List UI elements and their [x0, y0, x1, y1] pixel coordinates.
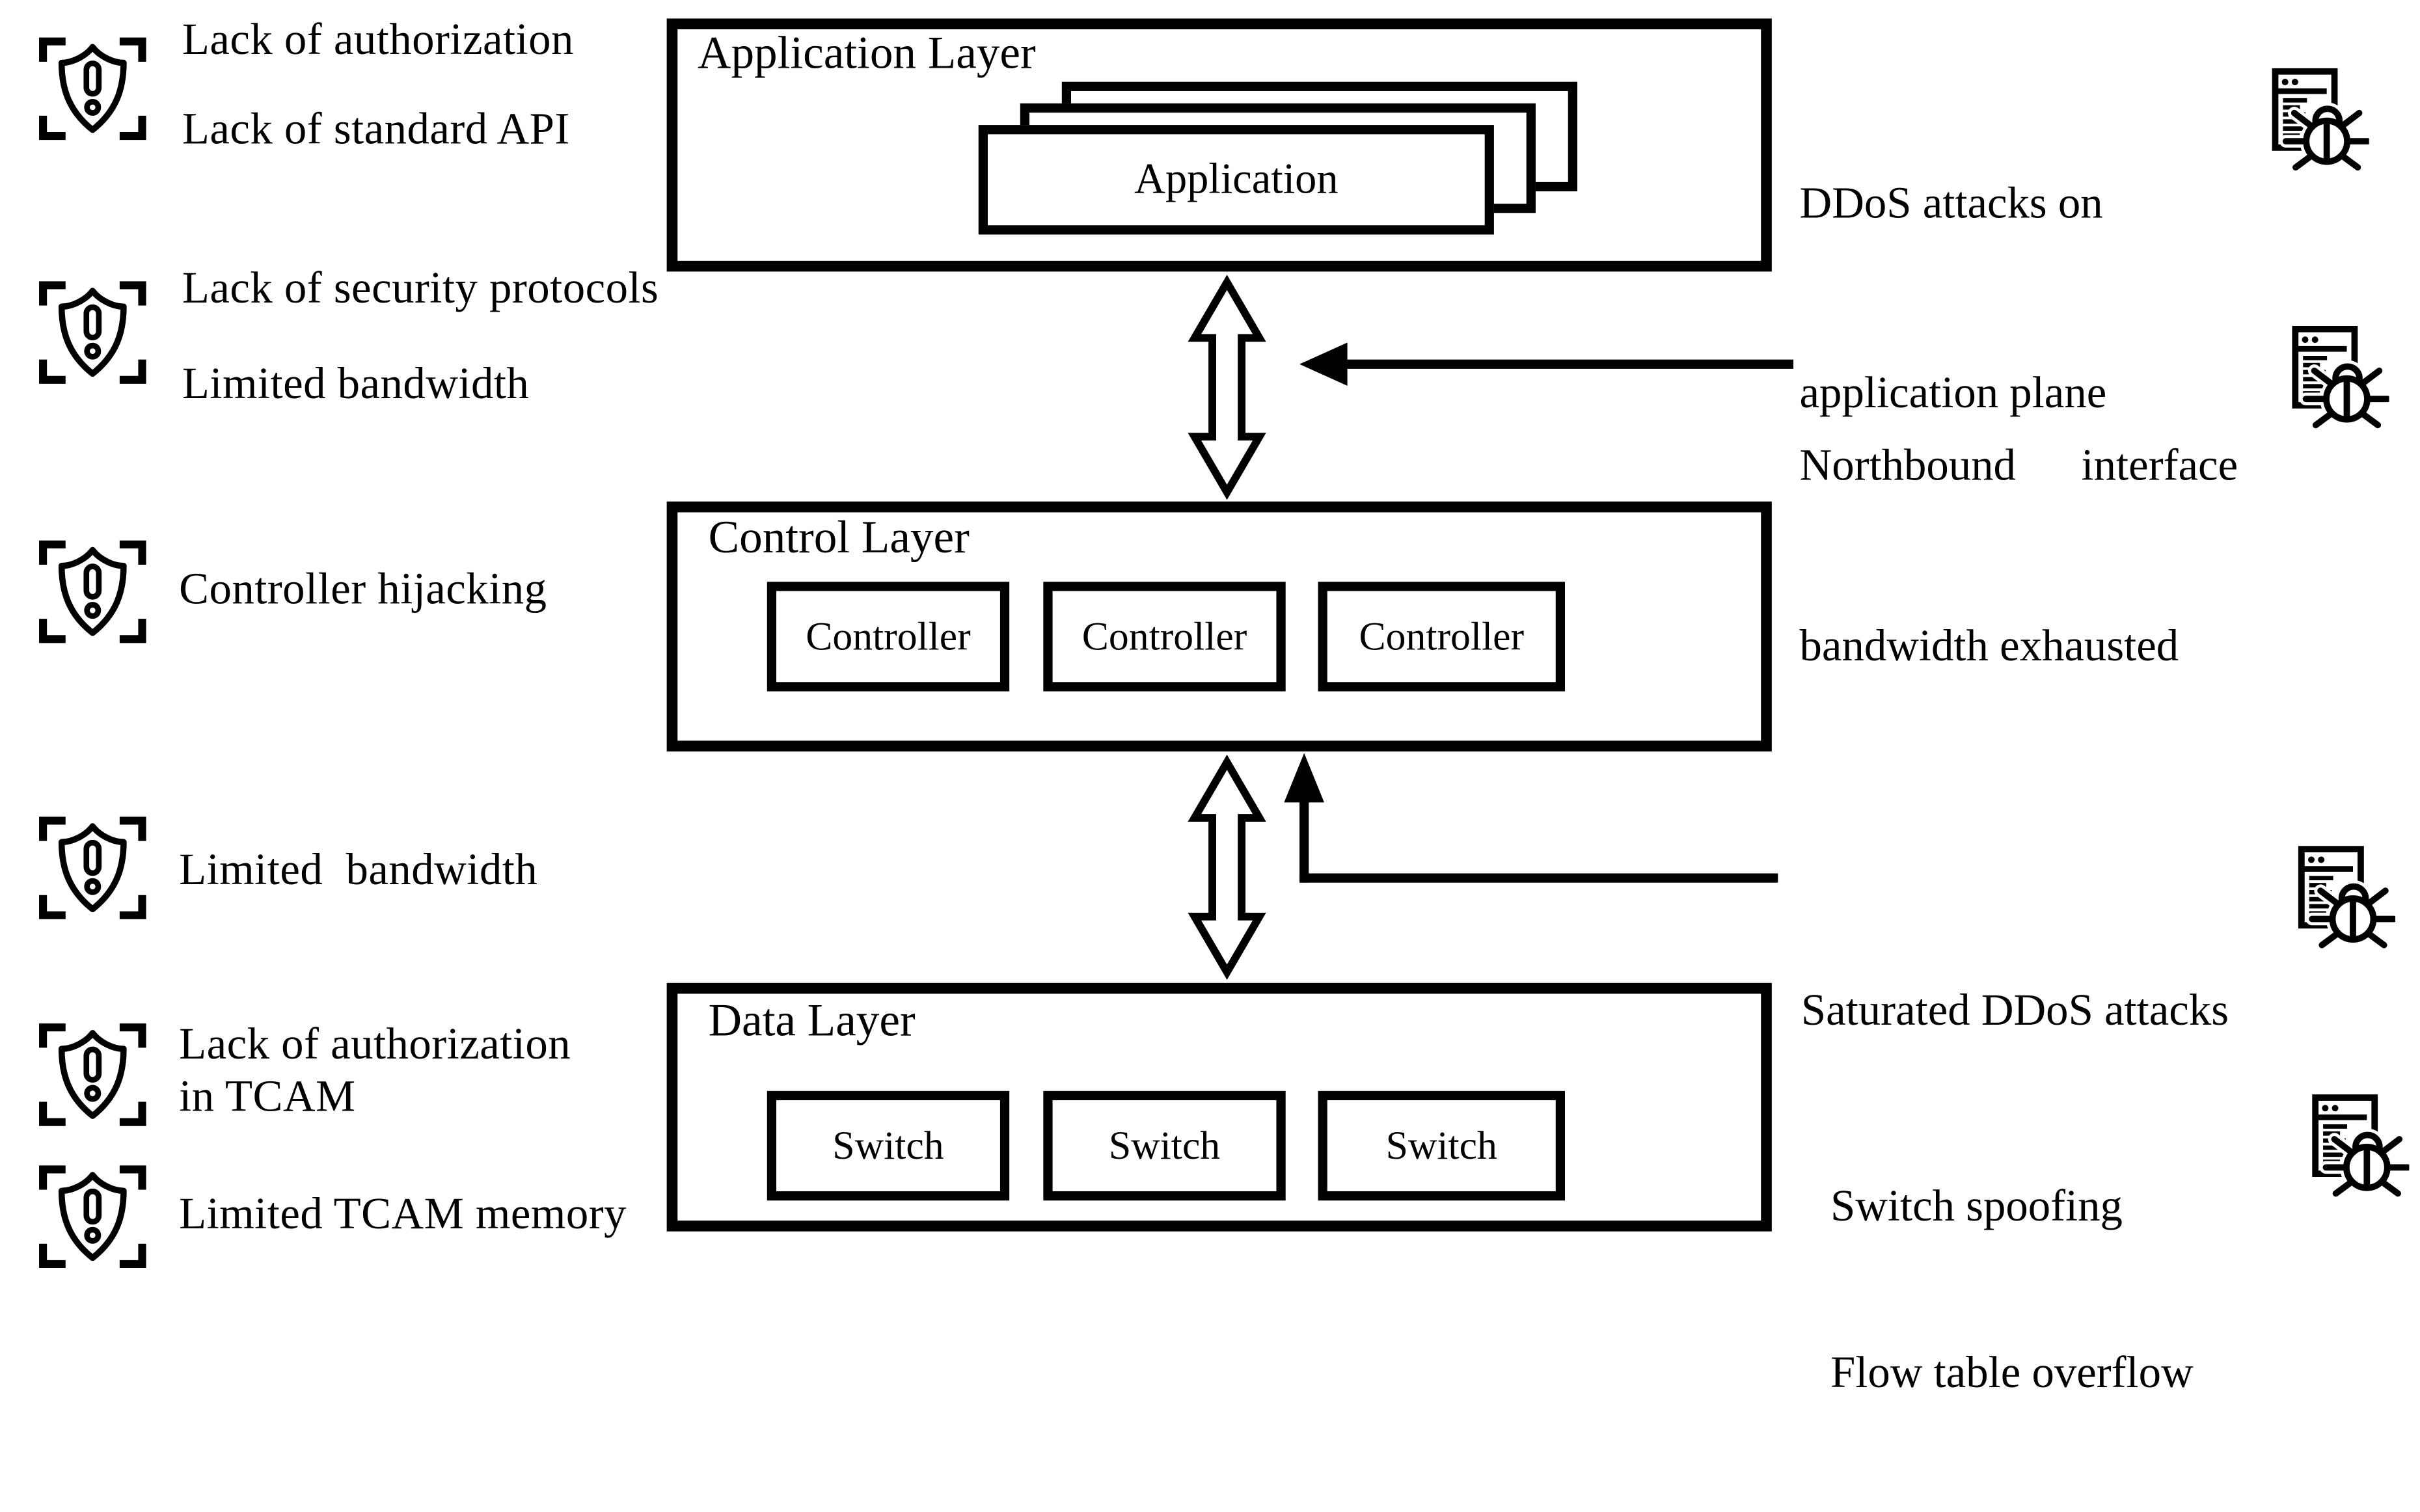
controller-box-label: Controller [806, 613, 971, 658]
shield-alert-icon [34, 535, 151, 648]
shield-alert-icon [34, 1161, 151, 1273]
bug-attack-icon [2296, 841, 2395, 949]
saturation-attack-arrow [1284, 753, 1778, 883]
vulnerability-label: Lack of authorization [179, 1019, 571, 1070]
switch-box: Switch [1318, 1090, 1566, 1201]
switch-box-label: Switch [832, 1122, 944, 1168]
shield-alert-icon [34, 277, 151, 389]
attack-label: Switch spoofing Flow table overflow [1830, 1068, 2194, 1512]
sdn-security-diagram: Application Layer Application Control La… [34, 15, 2415, 1398]
attack-label: DDoS attacks on application plane [1800, 46, 2107, 552]
attack-label-line: Northbound interface [1799, 441, 2238, 491]
attack-label-line: application plane [1799, 368, 2107, 418]
switch-box: Switch [767, 1090, 1010, 1201]
switch-box-label: Switch [1108, 1122, 1221, 1168]
switch-box: Switch [1043, 1090, 1286, 1201]
controller-box-label: Controller [1359, 613, 1525, 658]
vulnerability-label: Limited TCAM memory [179, 1189, 627, 1239]
vulnerability-label: Lack of standard API [182, 105, 570, 155]
vulnerability-label: Lack of authorization [182, 15, 574, 65]
attack-label: Northbound interface bandwidth exhausted [1800, 316, 2238, 798]
controller-box: Controller [767, 582, 1010, 692]
shield-alert-icon [34, 33, 151, 145]
switch-box-label: Switch [1385, 1122, 1497, 1168]
attack-label-line: Saturated DDoS attacks [1801, 986, 2229, 1036]
vulnerability-label: Limited bandwidth [179, 845, 538, 895]
attack-label-line: Flow table overflow [1830, 1348, 2194, 1398]
attack-label-line: bandwidth exhausted [1799, 621, 2179, 671]
controller-box: Controller [1318, 582, 1566, 692]
double-arrow-app-control [1188, 275, 1266, 500]
control-layer-title: Control Layer [708, 512, 970, 563]
application-box: Application [978, 125, 1494, 235]
vulnerability-label: in TCAM [179, 1072, 356, 1122]
vulnerability-label: Limited bandwidth [182, 359, 530, 409]
shield-alert-icon [34, 812, 151, 925]
attack-label-line: Switch spoofing [1830, 1181, 2123, 1232]
controller-box-label: Controller [1081, 613, 1247, 658]
vulnerability-label: Controller hijacking [179, 565, 547, 614]
bug-attack-icon [2291, 321, 2389, 429]
attack-label-line: DDoS attacks on [1799, 179, 2103, 229]
shield-alert-icon [34, 1018, 151, 1131]
bug-attack-icon [2311, 1089, 2410, 1197]
double-arrow-control-data [1188, 754, 1266, 980]
vulnerability-label: Lack of security protocols [182, 263, 659, 314]
northbound-attack-arrow [1299, 342, 1794, 386]
application-box-label: Application [1134, 155, 1339, 203]
controller-box: Controller [1043, 582, 1286, 692]
attack-label: Saturated DDoS attacks [1801, 854, 2229, 1170]
application-layer-title: Application Layer [698, 27, 1036, 79]
bug-attack-icon [2270, 63, 2369, 171]
data-layer-title: Data Layer [708, 995, 916, 1047]
